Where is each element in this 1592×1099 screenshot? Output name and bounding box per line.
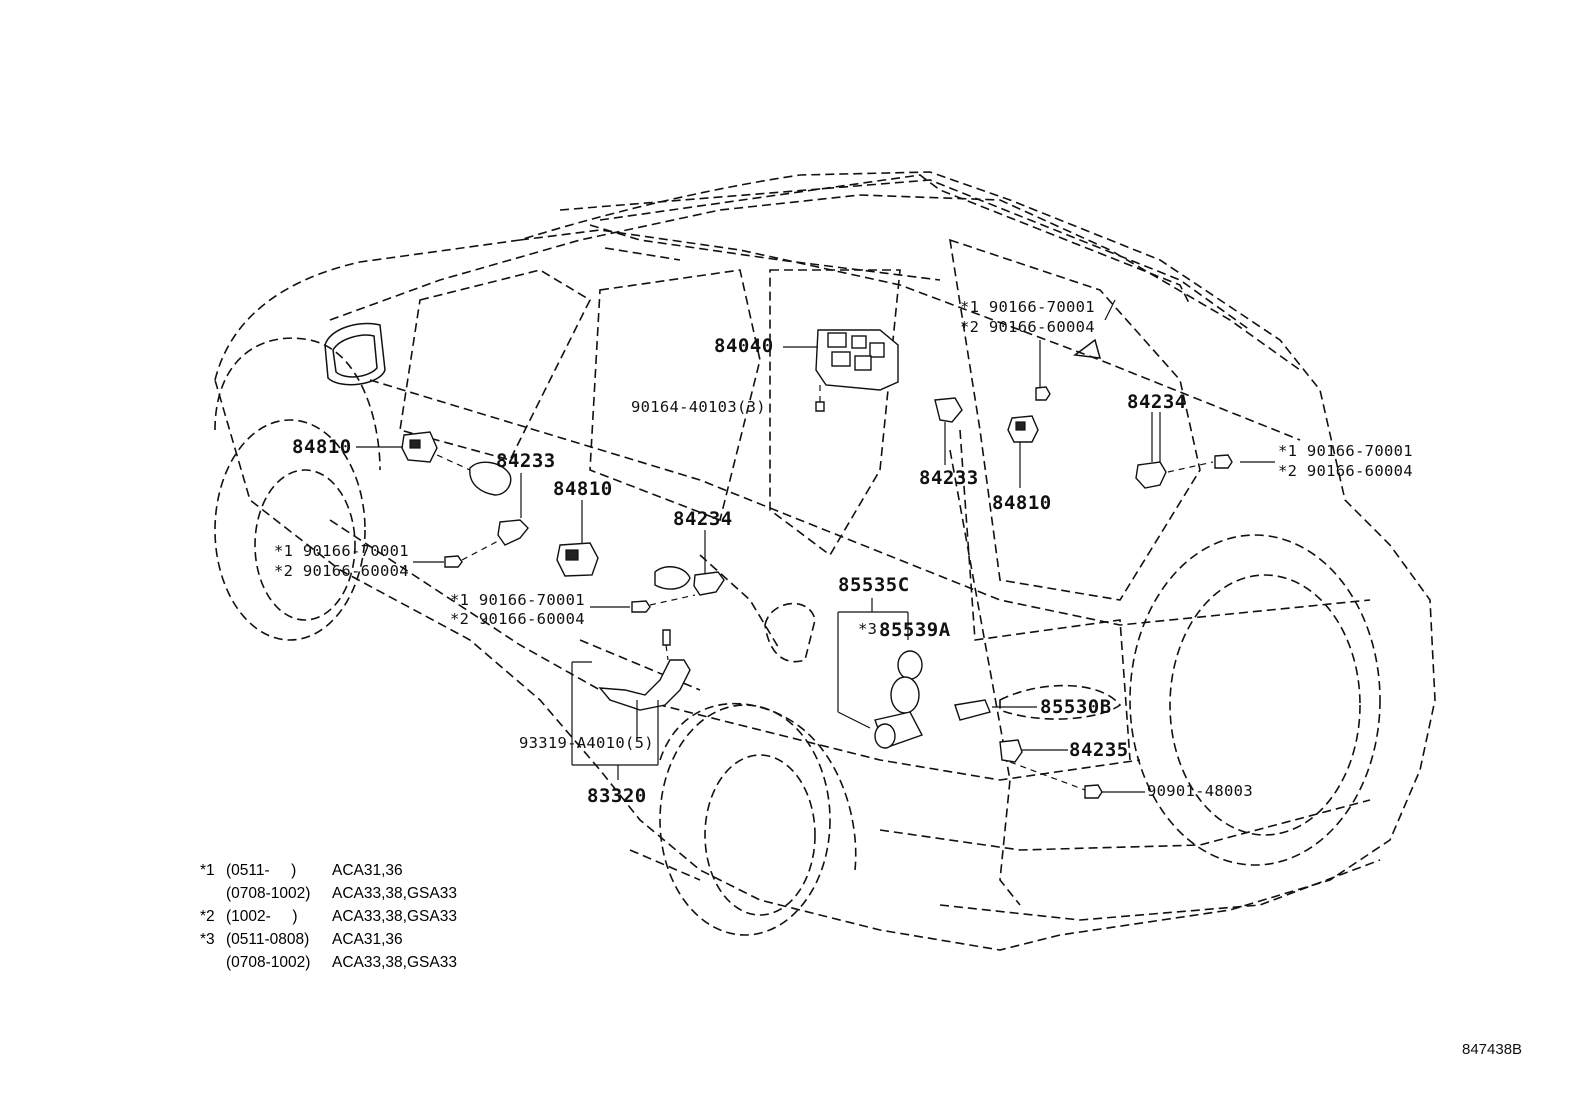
label-93319-A4010: 93319-A4010(5) [519, 734, 654, 752]
courtesy-switch-84233-left [413, 461, 529, 568]
label-84235: 84235 [1069, 739, 1129, 761]
label-85530B: 85530B [1040, 696, 1112, 718]
label-bolt-mid-1: *1 90166-70001 [450, 591, 585, 609]
vehicle-outline [214, 171, 1436, 951]
label-bolt-left-1: *1 90166-70001 [274, 542, 409, 560]
label-84040: 84040 [714, 335, 774, 357]
diagram-id: 847438B [1462, 1041, 1523, 1058]
note-row: *3(0511-0808)ACA31,36 [200, 931, 403, 948]
label-bolt-left-2: *2 90166-60004 [274, 562, 409, 580]
note-row: *2(1002- )ACA33,38,GSA33 [200, 908, 457, 925]
fuel-lid-opener-83320 [571, 629, 691, 780]
courtesy-switch-84233-right [934, 397, 963, 465]
label-85539A: 85539A [879, 619, 951, 641]
switch-84810-left [356, 431, 471, 471]
courtesy-switch-84234-left [590, 530, 725, 613]
label-85535C: 85535C [838, 574, 910, 596]
label-84234-left: 84234 [673, 508, 733, 530]
label-bolt-right-1: *1 90166-70001 [1278, 442, 1413, 460]
label-bolt-top-1: *1 90166-70001 [960, 298, 1095, 316]
label-90901-48003: 90901-48003 [1147, 782, 1253, 800]
label-84233-right: 84233 [919, 467, 979, 489]
master-switch-84040 [783, 329, 899, 412]
courtesy-switch-84234-right [1135, 412, 1275, 489]
note-row: (0708-1002)ACA33,38,GSA33 [226, 885, 457, 902]
side-mirror [324, 322, 386, 386]
bolt-top [1035, 299, 1116, 401]
label-bolt-top-2: *2 90166-60004 [960, 318, 1095, 336]
switch-84810-right [1007, 415, 1039, 488]
label-84810-mid: 84810 [553, 478, 613, 500]
label-84233-left: 84233 [496, 450, 556, 472]
applicability-notes: *1(0511- )ACA31,36 (0708-1002)ACA33,38,G… [200, 862, 457, 977]
label-84810-right: 84810 [992, 492, 1052, 514]
label-83320: 83320 [587, 785, 647, 807]
label-bolt-right-2: *2 90166-60004 [1278, 462, 1413, 480]
note-row: (0708-1002)ACA33,38,GSA33 [226, 954, 457, 971]
label-85539A-mark: *3 [858, 620, 878, 638]
label-bolt-mid-2: *2 90166-60004 [450, 610, 585, 628]
label-84810-left: 84810 [292, 436, 352, 458]
label-90164-40103: 90164-40103(3) [631, 398, 766, 416]
note-row: *1(0511- )ACA31,36 [200, 862, 403, 879]
socket-85535C-group [837, 598, 1145, 799]
label-84234-right: 84234 [1127, 391, 1187, 413]
switch-84810-mid [556, 500, 599, 577]
